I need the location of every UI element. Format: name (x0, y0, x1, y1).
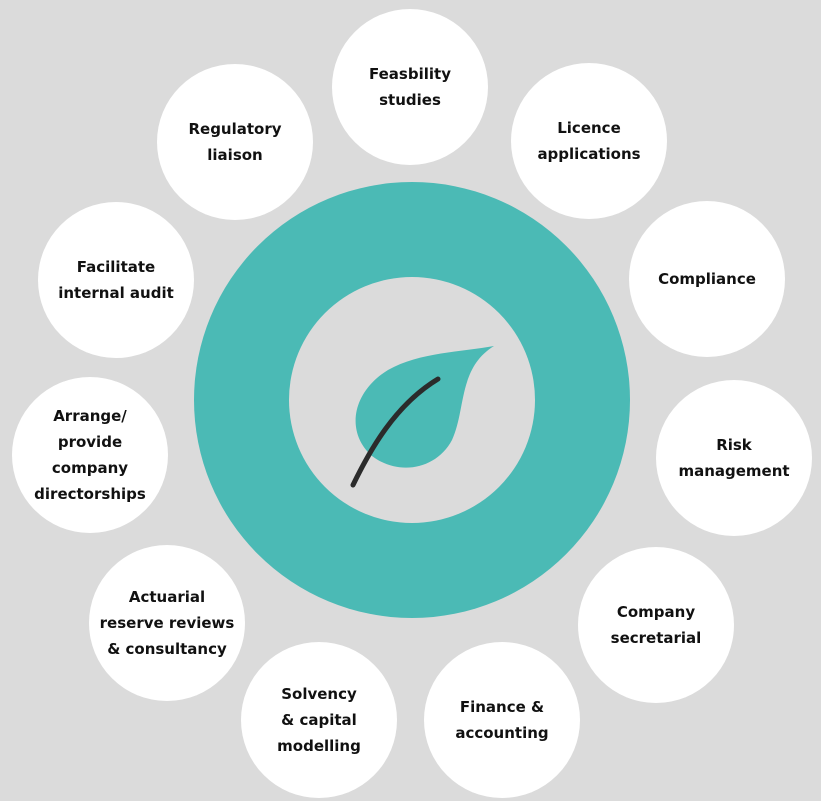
leaf-blade (355, 346, 494, 468)
bubble-licence-applications: Licence applications (511, 63, 667, 219)
bubble-label: Company secretarial (610, 603, 702, 647)
bubble-label: Risk management (678, 436, 790, 480)
bubble-label: Solvency & capital modelling (277, 685, 361, 755)
leaf-icon (350, 346, 494, 488)
bubble-risk-management: Risk management (656, 380, 812, 536)
bubble-company-directorships: Arrange/ provide company directorships (12, 377, 168, 533)
bubble-label: Compliance (658, 270, 756, 288)
bubble-label: Regulatory liaison (188, 120, 282, 164)
bubble-compliance: Compliance (629, 201, 785, 357)
bubble-finance-accounting: Finance & accounting (424, 642, 580, 798)
bubble-actuarial-reserve-reviews: Actuarial reserve reviews & consultancy (89, 545, 245, 701)
bubble-label: Actuarial reserve reviews & consultancy (99, 588, 235, 658)
bubble-regulatory-liaison: Regulatory liaison (157, 64, 313, 220)
bubble-company-secretarial: Company secretarial (578, 547, 734, 703)
bubble-feasibility-studies: Feasbility studies (332, 9, 488, 165)
bubble-label: Facilitate internal audit (58, 258, 174, 302)
bubble-facilitate-internal-audit: Facilitate internal audit (38, 202, 194, 358)
bubble-label: Feasbility studies (369, 65, 451, 109)
bubble-label: Finance & accounting (455, 698, 549, 742)
leaf-stem (350, 376, 441, 488)
bubble-solvency-capital-modelling: Solvency & capital modelling (241, 642, 397, 798)
bubble-label: Arrange/ provide company directorships (34, 407, 146, 503)
bubble-label: Licence applications (537, 119, 641, 163)
